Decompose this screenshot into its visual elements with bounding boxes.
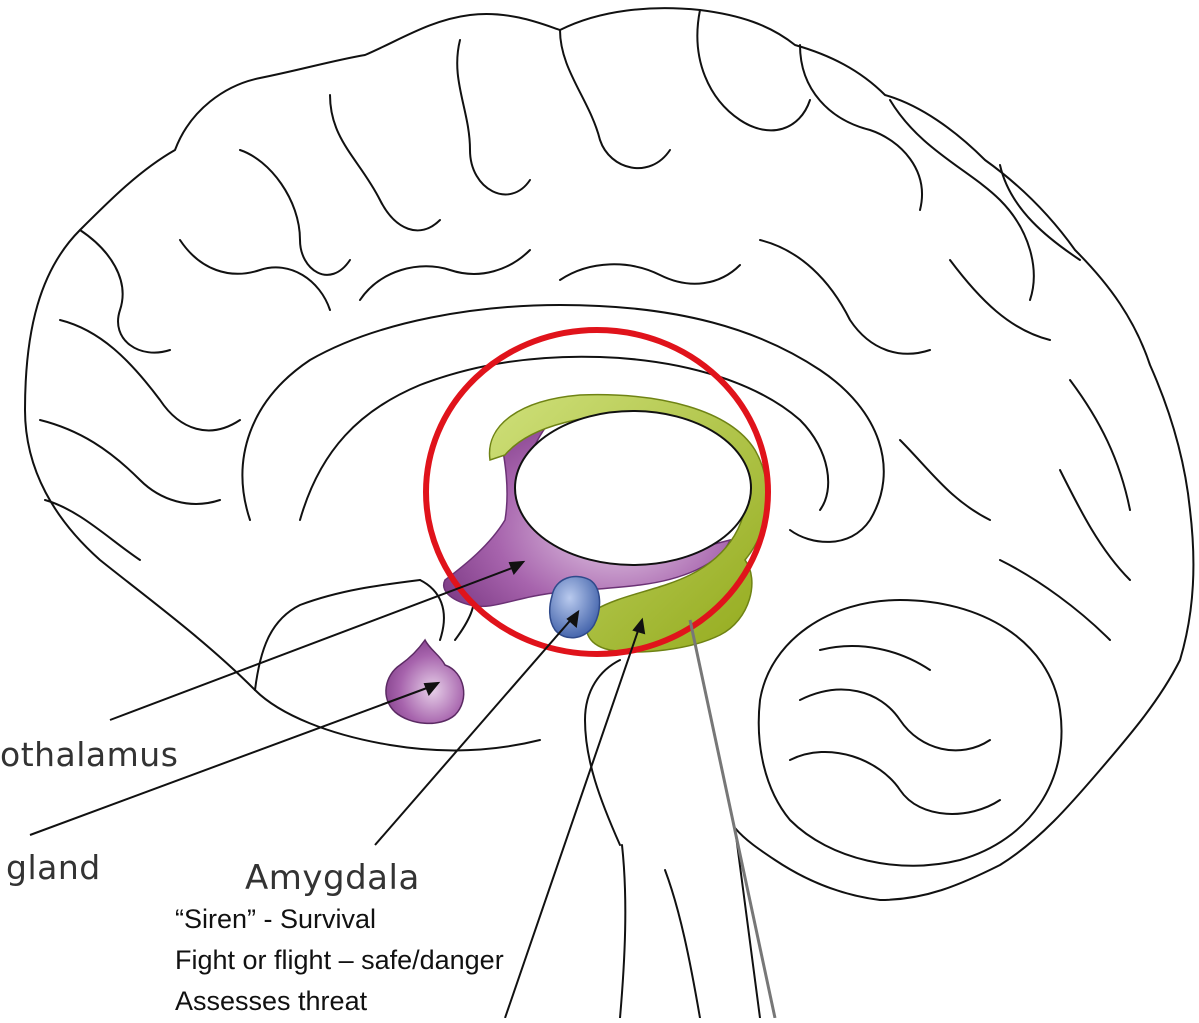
brainstem-front — [585, 660, 700, 1018]
brainstem-line — [620, 845, 625, 1018]
hippocampus-pointer — [505, 625, 640, 1018]
amygdala-pointer — [375, 615, 575, 845]
note-line-2: Fight or flight – safe/danger — [175, 945, 504, 976]
note-line-1: “Siren” - Survival — [175, 904, 376, 935]
note-line-3: Assesses threat — [175, 986, 367, 1017]
amygdala-shape — [550, 577, 600, 638]
ventricle-space — [515, 411, 751, 565]
label-pituitary-gland: gland — [6, 848, 101, 887]
label-amygdala: Amygdala — [245, 858, 420, 898]
label-hypothalamus: othalamus — [0, 735, 178, 774]
pituitary-gland-shape — [386, 640, 464, 723]
